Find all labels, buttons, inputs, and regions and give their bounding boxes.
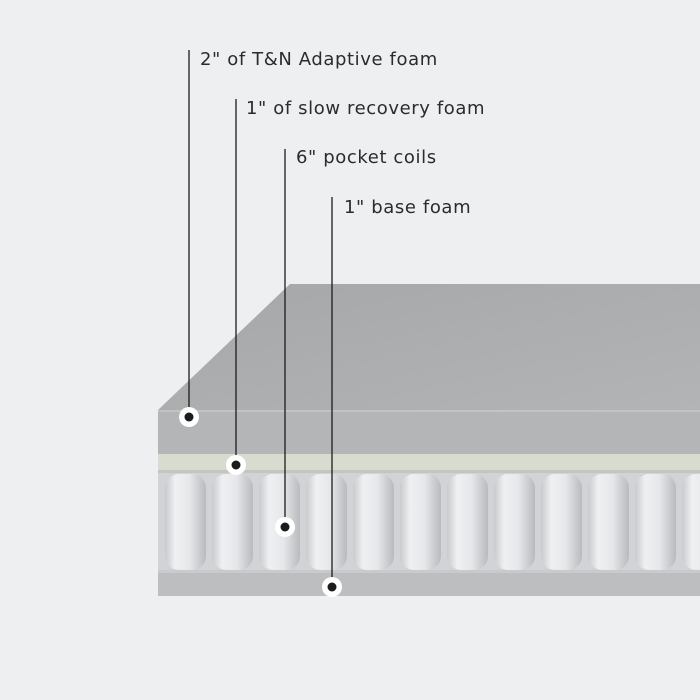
pocket-coil: [682, 474, 700, 570]
base-foam-layer: [158, 570, 700, 596]
pocket-coil: [541, 474, 582, 570]
callout-marker-icon: [226, 455, 246, 475]
callout-marker-icon: [275, 517, 295, 537]
pocket-coil: [447, 474, 488, 570]
pocket-coils-layer: [158, 470, 700, 570]
callout-markers: [179, 407, 342, 597]
callout-marker-icon: [179, 407, 199, 427]
layer-label-pocket-coils: 6" pocket coils: [296, 147, 437, 168]
callout-lines: [188, 50, 333, 587]
pocket-coil: [635, 474, 676, 570]
layer-label-base-foam: 1" base foam: [344, 197, 472, 218]
pocket-coil: [165, 474, 206, 570]
pocket-coil: [588, 474, 629, 570]
pocket-coil: [400, 474, 441, 570]
pocket-coil: [306, 474, 347, 570]
layer-label-slow-recovery-foam: 1" of slow recovery foam: [246, 98, 486, 119]
layer-label-adaptive-foam: 2" of T&N Adaptive foam: [200, 49, 438, 70]
pocket-coil: [212, 474, 253, 570]
adaptive-foam-layer: [158, 284, 700, 454]
slow-recovery-foam-layer: [158, 452, 700, 473]
pocket-coil: [494, 474, 535, 570]
callout-marker-icon: [322, 577, 342, 597]
pocket-coil: [353, 474, 394, 570]
